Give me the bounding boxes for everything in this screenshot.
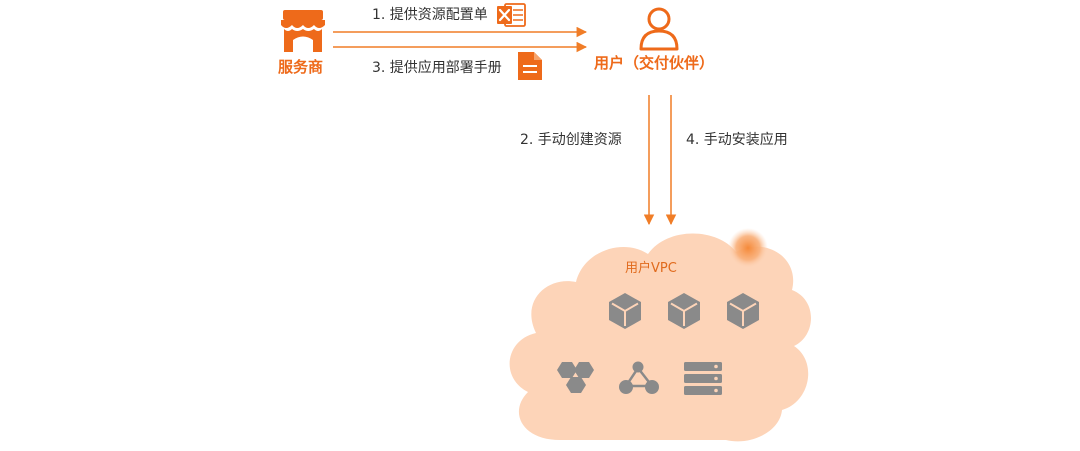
vpc-cloud [509,228,811,442]
cube-icon-3 [727,293,759,329]
step3-label: 3. 提供应用部署手册 [372,60,502,76]
step2-label: 2. 手动创建资源 [520,132,622,148]
step1-label: 1. 提供资源配置单 [372,7,488,23]
user-label: 用户（交付伙伴） [594,54,715,72]
excel-file-icon [497,3,526,27]
network-topology-icon [619,361,659,394]
hexagon-cluster-icon [557,362,594,393]
cube-icon-2 [668,293,700,329]
cube-icon-1 [609,293,641,329]
cloud-glow-dot [728,228,768,268]
server-stack-icon [684,362,722,395]
document-icon [518,52,542,80]
store-icon [281,10,325,52]
vpc-label: 用户VPC [625,261,677,276]
provider-label: 服务商 [278,58,324,76]
step4-label: 4. 手动安装应用 [686,132,788,148]
user-icon [639,7,679,51]
cloud-shape [509,233,811,442]
